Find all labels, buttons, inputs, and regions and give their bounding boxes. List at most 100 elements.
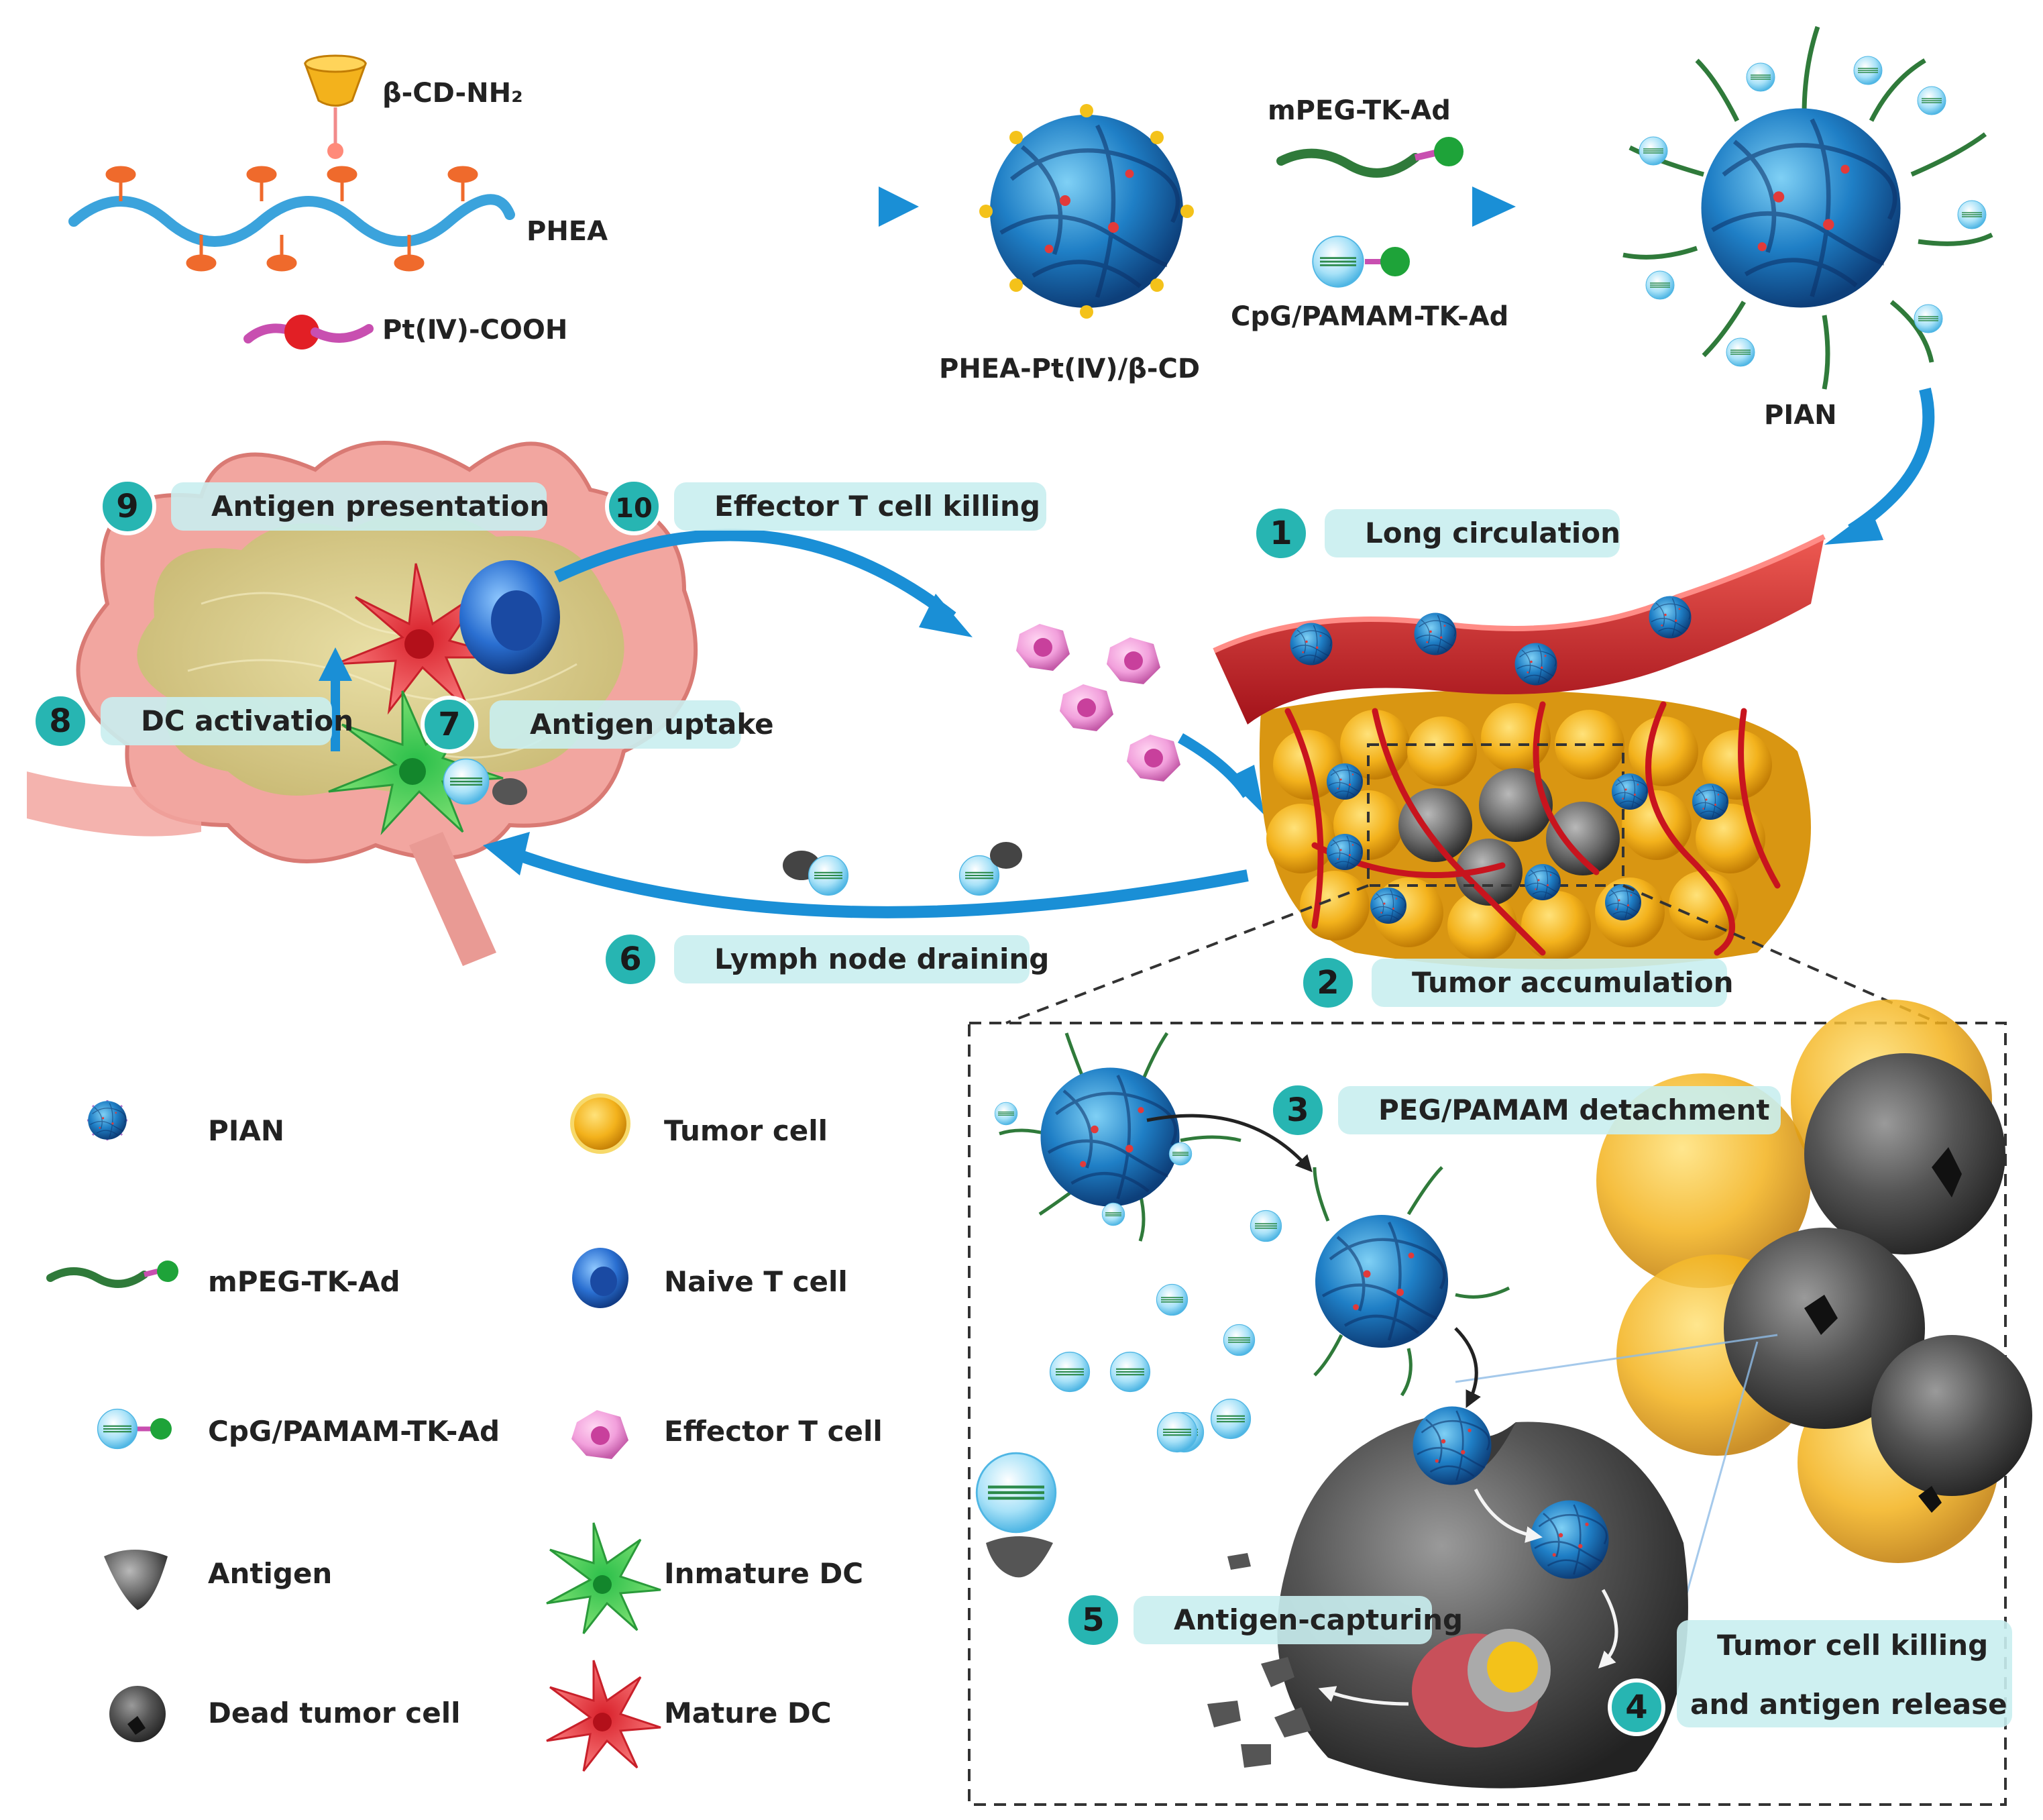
pt-iv-cooh-icon <box>243 315 374 350</box>
antigen-release-arrow <box>1318 1686 1409 1706</box>
detach-arrow-2 <box>1454 1327 1481 1408</box>
phea-pt-cd-nanoparticle <box>979 104 1194 319</box>
step-6-badge <box>602 930 659 988</box>
released-cpg-pamam <box>977 1210 1282 1578</box>
step-5-number: 5 <box>1082 1601 1104 1639</box>
legend-label-mpeg: mPEG-TK-Ad <box>208 1265 400 1298</box>
step-1: 1 Long circulation <box>1252 504 1620 562</box>
detail-panel-border <box>968 1022 2007 1806</box>
step-1-number: 1 <box>1270 515 1292 552</box>
step-8-badge <box>32 692 89 750</box>
beta-cd-icon <box>303 54 368 159</box>
legend-effector-t-icon <box>571 1410 628 1459</box>
legend-cpg-icon <box>97 1408 172 1450</box>
step-8-text: DC activation <box>141 704 353 737</box>
legend-immature-dc-icon <box>546 1522 661 1634</box>
synthesis-arrow-2-head <box>1472 186 1516 227</box>
t-cell-killing-arrow-head <box>919 594 973 637</box>
step-2-text: Tumor accumulation <box>1412 966 1734 999</box>
step-10-number: 10 <box>615 493 653 524</box>
legend-label-naive-t: Naive T cell <box>664 1265 848 1298</box>
tumor-cluster-detail <box>1596 1000 2032 1563</box>
step-4-label-bg <box>1677 1620 2012 1727</box>
step-6-text: Lymph node draining <box>714 943 1049 975</box>
beta-cd-label: β-CD-NH₂ <box>382 78 523 109</box>
step-9-label-bg <box>171 482 547 531</box>
legend-label-cpg: CpG/PAMAM-TK-Ad <box>208 1415 500 1448</box>
step-10-label-bg <box>674 482 1046 531</box>
legend: PIAN mPEG-TK-Ad CpG/PAMAM-TK-Ad Antigen … <box>46 1093 883 1772</box>
step-labels: 1 Long circulation 2 Tumor accumulation 3 PEG… <box>32 478 2012 1736</box>
naive-t-cell <box>459 560 560 674</box>
step-10: 10 Effector T cell killing <box>605 478 1046 535</box>
dc-activation-arrow-head <box>319 647 352 681</box>
mpeg-tk-ad-icon <box>1276 137 1464 178</box>
step-5-label-bg <box>1134 1596 1432 1644</box>
step-2-badge <box>1299 954 1357 1012</box>
synthesis-arrow-1-head <box>879 186 919 227</box>
legend-dead-tumor-icon <box>109 1686 166 1742</box>
legend-label-dead-tumor: Dead tumor cell <box>208 1697 460 1729</box>
legend-label-immature-dc: Inmature DC <box>664 1557 863 1590</box>
nucleus <box>1412 1629 1551 1748</box>
step-4-badge <box>1608 1678 1665 1736</box>
lymph-draining-arrow <box>507 846 1249 918</box>
step-3-text: PEG/PAMAM detachment <box>1378 1093 1769 1126</box>
pian-detach-sequence <box>994 1032 1610 1580</box>
pian-to-circulation-arrow <box>1848 387 1935 535</box>
step-8: 8 DC activation <box>32 692 353 750</box>
legend-label-pian: PIAN <box>208 1114 284 1147</box>
pt-cooh-label: Pt(Ⅳ)-COOH <box>382 315 567 345</box>
mpeg-label: mPEG-TK-Ad <box>1268 95 1451 126</box>
step-5-text: Antigen-capturing <box>1174 1603 1463 1636</box>
legend-label-mature-dc: Mature DC <box>664 1697 832 1729</box>
legend-mpeg-icon <box>46 1261 178 1288</box>
t-cell-killing-arrow <box>554 529 956 623</box>
step-10-text: Effector T cell killing <box>714 490 1040 523</box>
step-5-badge <box>1064 1591 1122 1649</box>
release-arrow <box>1598 1589 1618 1669</box>
internalize-arrow <box>1474 1488 1543 1543</box>
step-3-badge <box>1269 1081 1327 1139</box>
step-10-badge <box>605 478 663 535</box>
legend-tumor-cell-icon <box>570 1093 630 1154</box>
step-4-text: Tumor cell killing <box>1717 1629 1988 1662</box>
step-1-text: Long circulation <box>1365 517 1620 549</box>
phea-polymer <box>68 166 515 272</box>
step-8-number: 8 <box>49 702 71 740</box>
step-4-number: 4 <box>1625 1689 1647 1726</box>
legend-label-antigen: Antigen <box>208 1557 332 1590</box>
step-7-text: Antigen uptake <box>530 708 774 741</box>
step-7: 7 Antigen uptake <box>421 696 774 753</box>
step-9-text: Antigen presentation <box>211 490 549 523</box>
step-2-number: 2 <box>1317 964 1339 1002</box>
step-6: 6 Lymph node draining <box>602 930 1049 988</box>
step-8-label-bg <box>101 697 332 745</box>
phea-label: PHEA <box>527 216 608 247</box>
pian-label: PIAN <box>1764 400 1837 431</box>
cpg-pamam-icon <box>1311 235 1410 288</box>
step-1-badge <box>1252 504 1310 562</box>
step-7-number: 7 <box>438 706 460 743</box>
blood-vessel <box>1213 534 1826 725</box>
step-5: 5 Antigen-capturing <box>1064 1591 1463 1649</box>
pian-to-circulation-arrow-head <box>1824 510 1883 545</box>
pian-nanoparticle <box>1622 25 1993 390</box>
tumor-tissue <box>1259 690 1811 969</box>
step-1-label-bg <box>1325 509 1620 557</box>
step-9-badge <box>99 478 156 535</box>
step-7-label-bg <box>490 700 741 749</box>
lymph-draining-arrow-head <box>483 832 530 875</box>
draining-antigen-complexes <box>783 842 1022 896</box>
legend-pian-icon <box>87 1100 127 1140</box>
step-3-label-bg <box>1338 1086 1781 1134</box>
step-9-number: 9 <box>116 488 138 525</box>
step-7-badge <box>421 696 478 753</box>
step-3-number: 3 <box>1286 1091 1309 1129</box>
legend-antigen-icon <box>104 1550 168 1610</box>
step-6-number: 6 <box>619 941 641 978</box>
step-2-label-bg <box>1372 959 1727 1007</box>
step-2: 2 Tumor accumulation <box>1299 954 1734 1012</box>
